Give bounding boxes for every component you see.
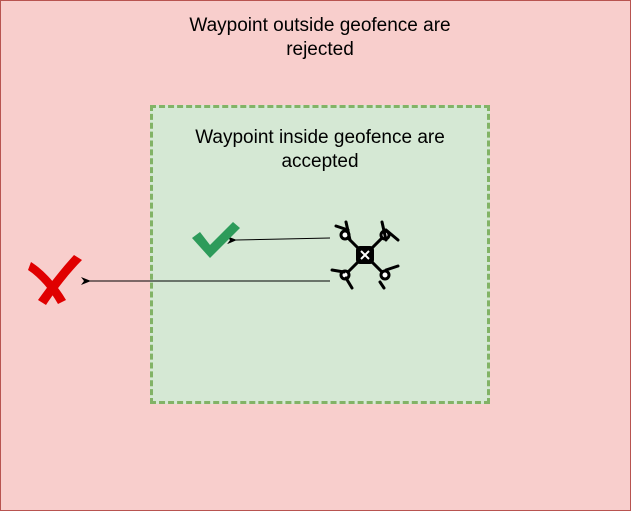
outside-geofence-label: Waypoint outside geofence are rejected xyxy=(189,15,451,60)
inside-geofence-label: Waypoint inside geofence are accepted xyxy=(195,127,445,172)
